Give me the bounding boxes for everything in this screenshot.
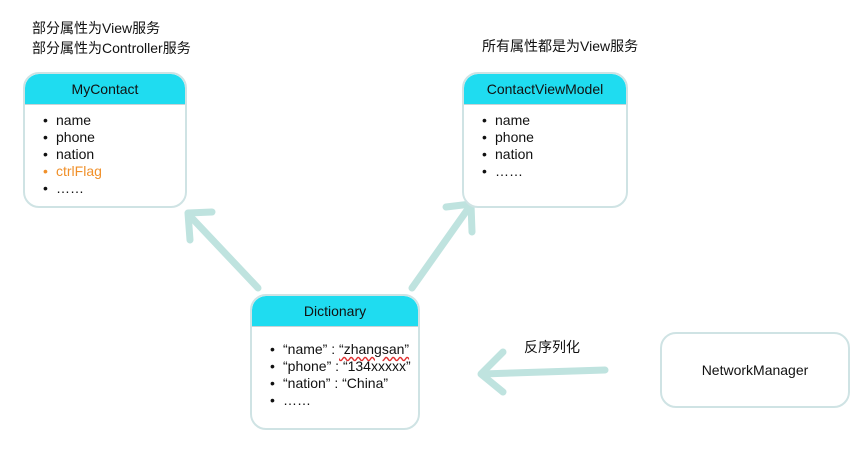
entry-ellipsis: …… (270, 392, 418, 409)
property-ctrlflag: ctrlFlag (43, 163, 185, 180)
mycontact-title: MyContact (25, 74, 185, 105)
mycontact-note-line1: 部分属性为View服务 (32, 20, 161, 36)
entry-value: “zhangsan” (339, 341, 410, 357)
property-phone: phone (43, 129, 185, 146)
dictionary-entries: “name” : “zhangsan” “phone” : “134xxxxx”… (252, 327, 418, 409)
deserialize-label: 反序列化 (524, 339, 580, 355)
dictionary-card: Dictionary “name” : “zhangsan” “phone” :… (250, 294, 420, 430)
arrow-to-mycontact (184, 208, 262, 292)
property-name: name (43, 112, 185, 129)
mycontact-card: MyContact name phone nation ctrlFlag …… (23, 72, 187, 208)
property-phone: phone (482, 129, 626, 146)
viewmodel-note: 所有属性都是为View服务 (482, 38, 639, 54)
mycontact-properties: name phone nation ctrlFlag …… (25, 105, 185, 197)
entry-separator: : (330, 375, 343, 391)
property-nation: nation (43, 146, 185, 163)
mycontact-note: 部分属性为View服务 部分属性为Controller服务 (32, 18, 191, 58)
entry-value: “China” (342, 375, 389, 391)
entry-name: “name” : “zhangsan” (270, 341, 418, 358)
networkmanager-box: NetworkManager (660, 332, 850, 408)
property-name: name (482, 112, 626, 129)
viewmodel-title: ContactViewModel (464, 74, 626, 105)
property-nation: nation (482, 146, 626, 163)
property-ellipsis: …… (43, 180, 185, 197)
entry-key: “name” (283, 341, 328, 357)
entry-phone: “phone” : “134xxxxx” (270, 358, 418, 375)
property-ellipsis: …… (482, 163, 626, 180)
viewmodel-properties: name phone nation …… (464, 105, 626, 180)
networkmanager-title: NetworkManager (701, 362, 809, 378)
entry-key: “nation” (283, 375, 331, 391)
viewmodel-card: ContactViewModel name phone nation …… (462, 72, 628, 208)
mycontact-note-line2: 部分属性为Controller服务 (32, 40, 191, 56)
arrow-to-viewmodel (408, 200, 476, 292)
arrow-to-dictionary (477, 348, 609, 396)
entry-nation: “nation” : “China” (270, 375, 418, 392)
entry-value: “134xxxxx” (342, 358, 411, 374)
entry-key: “phone” (283, 358, 332, 374)
entry-separator: : (327, 341, 340, 357)
dictionary-title: Dictionary (252, 296, 418, 327)
entry-separator: : (331, 358, 343, 374)
entry-key: …… (283, 392, 311, 408)
